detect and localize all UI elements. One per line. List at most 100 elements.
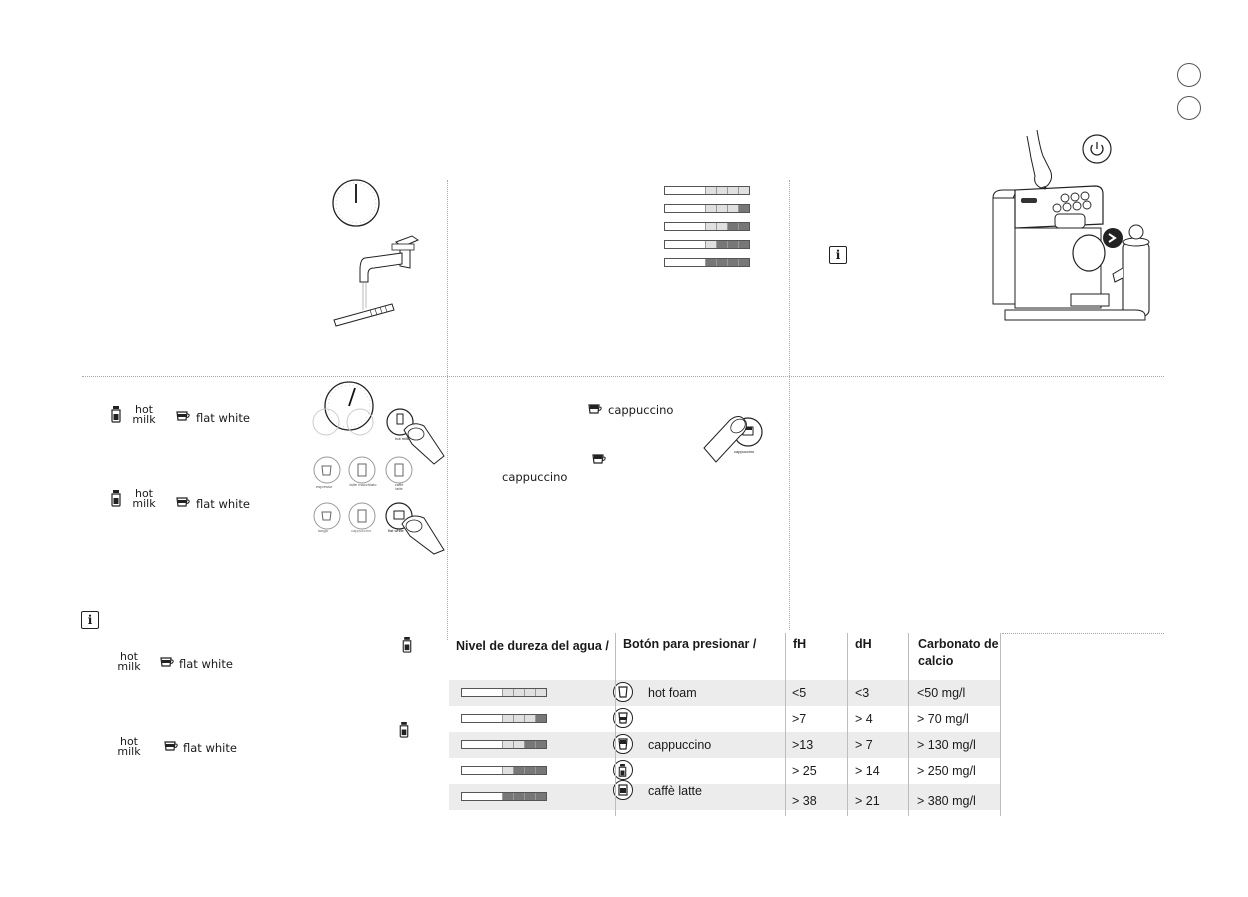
hardness-segment-dark xyxy=(535,715,546,722)
divider-vertical-1 xyxy=(447,180,448,640)
button-label: caffè latte xyxy=(648,784,702,798)
hardness-segment-dark xyxy=(738,259,749,266)
hardness-legend-bar xyxy=(664,240,750,249)
hardness-segment-dark xyxy=(535,793,546,800)
flat-white-cup-icon xyxy=(164,741,178,751)
header-button: Botón para presionar / xyxy=(623,637,757,651)
calcium-value: <50 mg/l xyxy=(917,686,966,700)
hardness-segment-light xyxy=(513,741,524,748)
hardness-segment-light xyxy=(502,741,513,748)
info-icon: i xyxy=(829,246,847,264)
divider-horizontal-2 xyxy=(1002,633,1164,634)
column-divider xyxy=(908,633,909,816)
hardness-segment-light xyxy=(524,715,535,722)
hardness-segment-dark xyxy=(738,223,749,230)
fh-value: > 38 xyxy=(792,794,817,808)
hardness-segment-dark xyxy=(716,259,727,266)
milk-bottle-icon xyxy=(399,722,409,738)
hardness-segment-dark xyxy=(535,741,546,748)
cappuccino-label: cappuccino xyxy=(608,403,674,417)
flat-white-label: flat white xyxy=(183,741,237,755)
cappuccino-cup-icon xyxy=(592,454,606,464)
language-circle-2[interactable] xyxy=(1177,96,1201,120)
table-row: > 25> 14> 250 mg/l xyxy=(449,758,1001,784)
hardness-segment-dark xyxy=(727,241,738,248)
milk-bottle-icon xyxy=(613,760,633,780)
dh-value: <3 xyxy=(855,686,870,700)
hardness-segment-light xyxy=(502,767,513,774)
timer-clock-icon xyxy=(324,381,374,431)
hardness-segment-dark xyxy=(502,793,513,800)
hardness-segment-light xyxy=(513,689,524,696)
flat-white-cup-icon xyxy=(176,411,190,421)
table-header: Nivel de dureza del agua / Botón para pr… xyxy=(449,633,1001,679)
hardness-segment-dark xyxy=(513,793,524,800)
column-divider xyxy=(847,633,848,816)
timer-clock-icon xyxy=(332,179,380,227)
panel-label-lungo: lungo xyxy=(318,528,328,533)
flat-white-label: flat white xyxy=(196,497,250,511)
column-divider xyxy=(615,633,616,816)
power-button-icon xyxy=(1082,134,1112,164)
header-level: Nivel de dureza del agua / xyxy=(456,639,609,653)
hardness-segment-dark xyxy=(716,241,727,248)
milk-word: milk xyxy=(117,745,141,758)
divider-horizontal-1 xyxy=(82,376,1164,377)
hardness-segment-light xyxy=(502,689,513,696)
hot-word: hot xyxy=(119,735,138,748)
panel-label-flat-white: flat white xyxy=(388,528,404,533)
milk-word: milk xyxy=(132,497,156,510)
dh-value: > 21 xyxy=(855,794,880,808)
dh-value: > 4 xyxy=(855,712,873,726)
cappuccino-cup-icon xyxy=(613,734,633,754)
hardness-segment-dark xyxy=(513,767,524,774)
flat-white-label: flat white xyxy=(179,657,233,671)
hardness-legend-bar xyxy=(664,204,750,213)
hardness-segment-dark xyxy=(535,767,546,774)
header-dh: dH xyxy=(855,637,872,651)
hardness-level-bar xyxy=(461,792,547,801)
hardness-segment-light xyxy=(738,187,749,194)
milk-word: milk xyxy=(132,413,156,426)
info-icon: i xyxy=(81,611,99,629)
panel-label-espresso: espresso xyxy=(316,484,333,489)
fh-value: >13 xyxy=(792,738,814,752)
hardness-segment-dark xyxy=(738,205,749,212)
hardness-segment-dark xyxy=(524,793,535,800)
hardness-segment-dark xyxy=(524,767,535,774)
hardness-level-bar xyxy=(461,688,547,697)
hardness-segment-light xyxy=(705,241,716,248)
hardness-segment-light xyxy=(535,689,546,696)
cappuccino-cup-icon xyxy=(588,404,602,414)
finger-press-illustration xyxy=(703,416,763,463)
panel-label-cappuccino: cappuccino xyxy=(734,449,755,454)
flat-white-label: flat white xyxy=(196,411,250,425)
hardness-segment-dark xyxy=(727,259,738,266)
column-divider xyxy=(785,633,786,816)
column-divider xyxy=(1000,633,1001,816)
hardness-segment-dark xyxy=(727,223,738,230)
table-row: caffè latte> 38> 21> 380 mg/l xyxy=(449,780,1001,810)
cup-half-icon xyxy=(613,708,633,728)
flat-white-cup-icon xyxy=(160,657,174,667)
hot-word: hot xyxy=(134,403,153,416)
table-row: >7> 4> 70 mg/l xyxy=(449,706,1001,732)
coffee-machine-illustration xyxy=(992,129,1150,321)
table-row: cappuccino>13> 7> 130 mg/l xyxy=(449,732,1001,758)
calcium-value: > 250 mg/l xyxy=(917,764,976,778)
calcium-value: > 70 mg/l xyxy=(917,712,969,726)
hardness-segment-dark xyxy=(524,741,535,748)
hot-word: hot xyxy=(119,650,138,663)
language-circle-1[interactable] xyxy=(1177,63,1201,87)
hardness-segment-light xyxy=(705,205,716,212)
hardness-segment-light xyxy=(716,223,727,230)
hardness-segment-light xyxy=(524,689,535,696)
hardness-segment-light xyxy=(705,187,716,194)
hardness-legend-bar xyxy=(664,258,750,267)
button-label: cappuccino xyxy=(648,738,712,752)
hardness-legend-bar xyxy=(664,186,750,195)
cup-empty-icon xyxy=(613,682,633,702)
milk-bottle-icon xyxy=(402,637,412,653)
